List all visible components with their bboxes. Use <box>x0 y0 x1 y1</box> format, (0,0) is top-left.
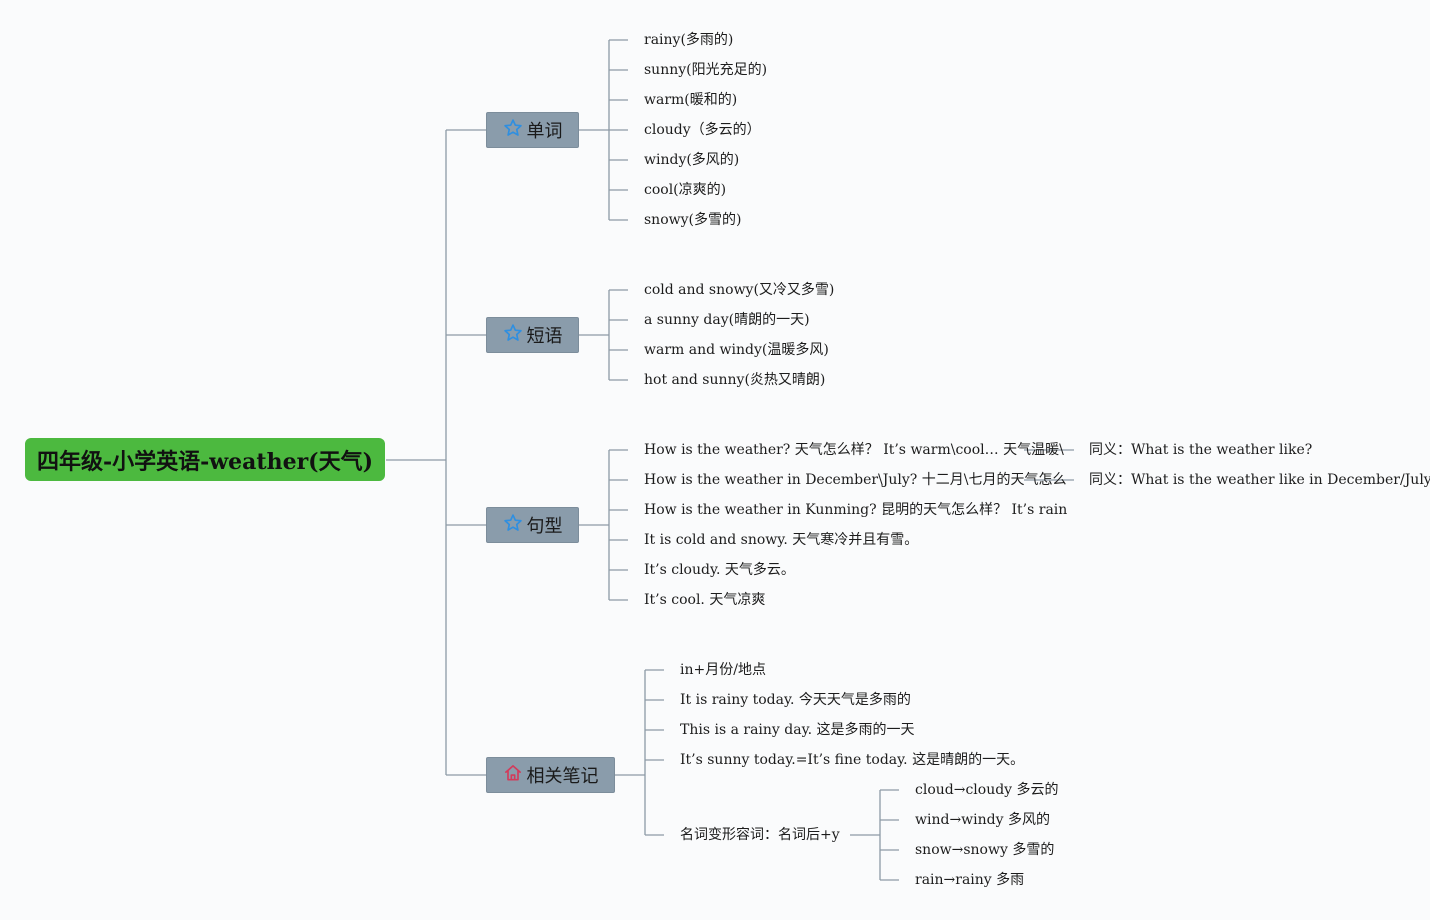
star-icon <box>503 513 523 538</box>
phrase-item[interactable]: cold and snowy(又冷又多雪) <box>644 282 835 298</box>
vocab-item[interactable]: sunny(阳光充足的) <box>644 62 768 78</box>
branch-sentence-patterns[interactable]: 句型 <box>486 507 579 543</box>
word-form-item[interactable]: snow→snowy 多雪的 <box>915 842 1055 858</box>
home-icon <box>503 763 523 788</box>
note-item[interactable]: It’s sunny today.=It’s fine today. 这是晴朗的… <box>680 752 1025 768</box>
phrase-item[interactable]: warm and windy(温暖多风) <box>644 342 829 358</box>
note-item[interactable]: This is a rainy day. 这是多雨的一天 <box>680 722 915 738</box>
root-topic[interactable]: 四年级-小学英语-weather(天气) <box>25 438 385 481</box>
root-topic-label: 四年级-小学英语-weather(天气) <box>36 448 374 475</box>
star-icon <box>503 118 523 143</box>
word-form-item[interactable]: rain→rainy 多雨 <box>915 872 1025 888</box>
synonym-item[interactable]: 同义：What is the weather like in December/… <box>1089 472 1430 488</box>
word-form-item[interactable]: cloud→cloudy 多云的 <box>915 782 1059 798</box>
branch-label: 单词 <box>526 121 563 142</box>
phrase-item[interactable]: hot and sunny(炎热又晴朗) <box>644 372 826 388</box>
phrase-item[interactable]: a sunny day(晴朗的一天) <box>644 312 810 328</box>
note-item[interactable]: It is rainy today. 今天天气是多雨的 <box>680 692 911 708</box>
note-item[interactable]: in+月份/地点 <box>680 662 766 678</box>
branch-label: 短语 <box>526 326 563 347</box>
branch-label: 相关笔记 <box>526 766 599 787</box>
synonym-item[interactable]: 同义：What is the weather like? <box>1089 442 1313 458</box>
vocab-item[interactable]: rainy(多雨的) <box>644 32 734 48</box>
sentence-item[interactable]: It’s cool. 天气凉爽 <box>644 592 766 608</box>
sentence-item[interactable]: It is cold and snowy. 天气寒冷并且有雪。 <box>644 532 919 548</box>
note-item[interactable]: 名词变形容词：名词后+y <box>680 827 840 843</box>
sentence-item[interactable]: How is the weather in Kunming? 昆明的天气怎么样？… <box>644 502 1068 518</box>
branch-label: 句型 <box>526 516 563 537</box>
sentence-item[interactable]: How is the weather in December\July? 十二月… <box>644 472 1067 488</box>
vocab-item[interactable]: cool(凉爽的) <box>644 182 727 198</box>
branch-vocabulary[interactable]: 单词 <box>486 112 579 148</box>
vocab-item[interactable]: windy(多风的) <box>644 152 740 168</box>
word-form-item[interactable]: wind→windy 多风的 <box>915 812 1050 828</box>
branch-related-notes[interactable]: 相关笔记 <box>486 757 615 793</box>
vocab-item[interactable]: warm(暖和的) <box>644 92 738 108</box>
sentence-item[interactable]: It’s cloudy. 天气多云。 <box>644 562 795 578</box>
vocab-item[interactable]: snowy(多雪的) <box>644 212 742 228</box>
branch-phrases[interactable]: 短语 <box>486 317 579 353</box>
star-icon <box>503 323 523 348</box>
vocab-item[interactable]: cloudy（多云的） <box>644 122 761 138</box>
sentence-item[interactable]: How is the weather? 天气怎么样？ It’s warm\coo… <box>644 442 1064 458</box>
